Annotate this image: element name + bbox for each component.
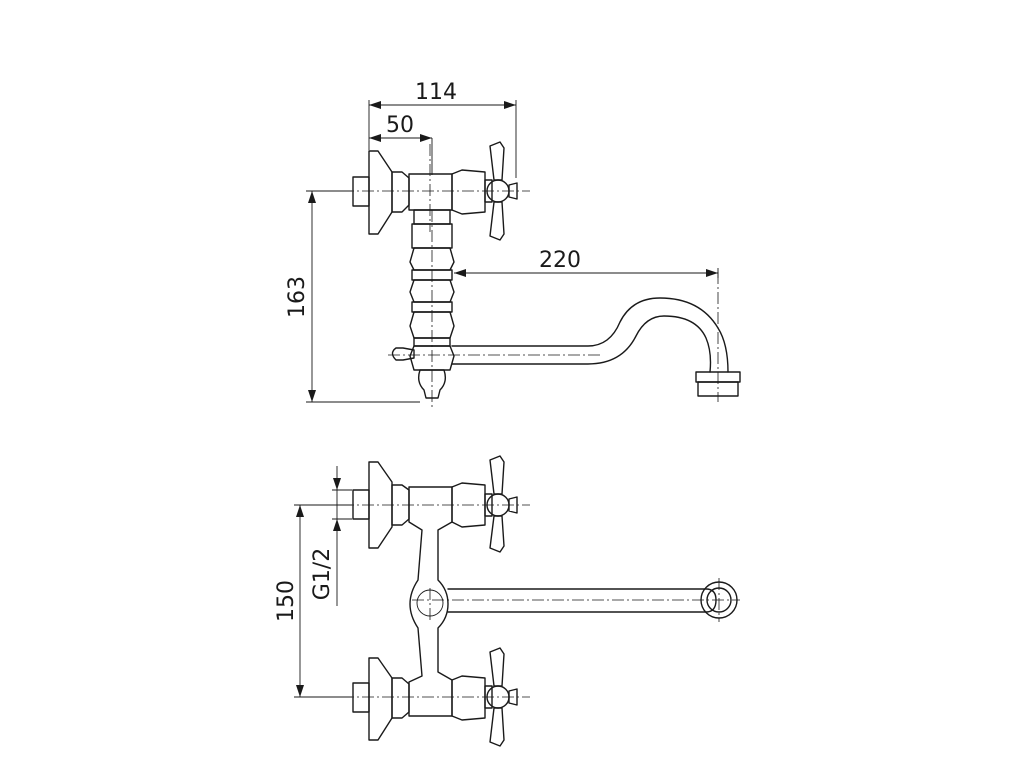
front-body: [408, 486, 453, 717]
dim-220: 220: [454, 248, 719, 278]
front-lower-inlet: [352, 682, 370, 713]
front-spout: [447, 588, 717, 613]
side-spout: [451, 297, 729, 373]
front-lower-valve: [451, 647, 518, 747]
front-upper-flange: [368, 461, 393, 549]
front-lower-flange: [368, 657, 393, 741]
dim-163: 163: [285, 190, 420, 403]
dim-220-label: 220: [539, 248, 581, 273]
side-view: [342, 141, 741, 408]
side-inlet-nut: [352, 176, 370, 207]
dim-g12-label: G1/2: [310, 548, 335, 600]
dim-g12: G1/2: [310, 466, 352, 606]
dim-114-label: 114: [415, 80, 457, 105]
front-upper-inlet: [352, 489, 370, 520]
dim-114: 114: [368, 80, 517, 178]
side-diverter-knob: [391, 347, 415, 361]
front-lower-hex: [391, 677, 410, 719]
dim-50: 50: [369, 113, 433, 175]
dim-163-label: 163: [285, 276, 310, 318]
front-view: [342, 455, 740, 747]
dim-150-label: 150: [274, 580, 299, 622]
front-upper-valve: [451, 455, 518, 553]
side-valve-body: [408, 173, 453, 211]
side-cross-handle: [484, 141, 518, 241]
side-bottom-finial: [417, 369, 447, 399]
side-valve-bell: [451, 169, 486, 215]
dim-50-label: 50: [386, 113, 414, 138]
dim-150: 150: [274, 504, 352, 698]
side-wall-flange: [368, 150, 393, 235]
side-hex-nut: [391, 171, 410, 213]
